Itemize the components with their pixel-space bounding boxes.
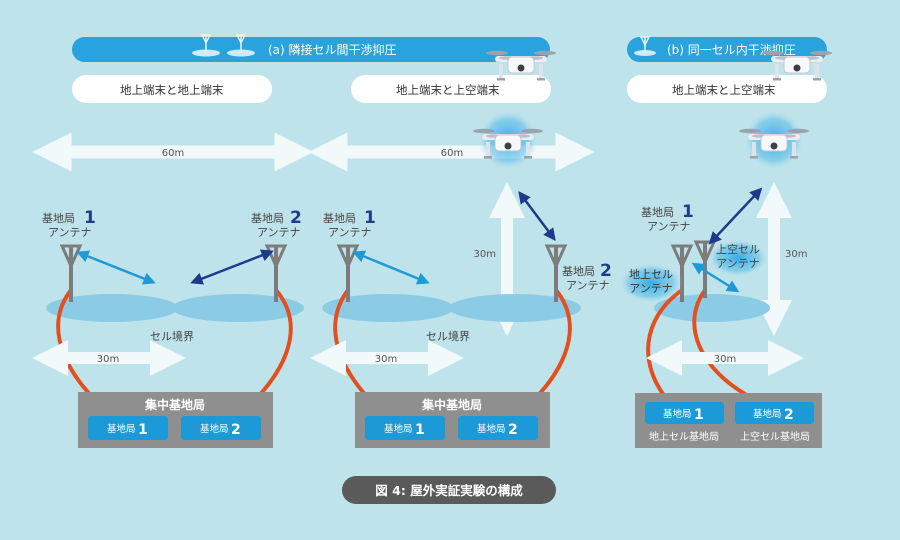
svg-text:アンテナ: アンテナ (629, 282, 673, 295)
pill-panel3: 地上端末と上空端末 (627, 75, 827, 103)
antenna-icon (337, 244, 359, 304)
link-arrow-light (76, 250, 156, 285)
svg-text:1: 1 (364, 208, 376, 228)
svg-text:地上セル: 地上セル (629, 268, 673, 281)
link-arrow-light (352, 250, 430, 285)
svg-text:基地局: 基地局 (753, 408, 782, 420)
antenna-icon (265, 244, 287, 304)
pill-panel2-text: 地上端末と上空端末 (396, 83, 500, 97)
svg-text:基地局: 基地局 (384, 423, 413, 435)
svg-text:基地局: 基地局 (200, 423, 229, 435)
cell-area (172, 294, 304, 322)
panel1: 60m 基地局 1 アンテナ 基地局 2 アンテナ セル境界 30m 集中基地局 (32, 132, 314, 448)
bs1-label: 基地局 1 アンテナ (641, 202, 694, 233)
distance-label: 60m (441, 148, 463, 159)
bs2-label: 基地局 2 アンテナ (562, 261, 612, 292)
antenna-icon (60, 244, 82, 304)
link-arrow-dark (708, 187, 763, 245)
link-arrow-dark (518, 191, 556, 241)
svg-text:1: 1 (415, 422, 425, 438)
panel2: 60m 30m 基地局 1 アンテナ 基地局 2 アンテナ セル境界 30m (308, 110, 612, 448)
svg-text:2: 2 (290, 208, 302, 228)
link-arrow-dark (190, 249, 274, 285)
mini-antenna-icon (192, 34, 255, 57)
svg-text:上空セル: 上空セル (716, 242, 760, 256)
ground-station-label: 地上セル基地局 (649, 430, 719, 443)
svg-text:基地局: 基地局 (663, 408, 692, 420)
svg-text:基地局: 基地局 (42, 212, 75, 225)
banner-a (72, 37, 550, 62)
ground-cell-label: 地上セル アンテナ (619, 263, 683, 303)
figure-caption: 図 4: 屋外実証実験の構成 (342, 476, 556, 504)
svg-text:アンテナ: アンテナ (257, 226, 301, 239)
station-button (365, 416, 445, 440)
svg-text:アンテナ: アンテナ (647, 220, 691, 233)
svg-text:集中基地局: 集中基地局 (421, 397, 482, 412)
center-station: 集中基地局 基地局 1 基地局 2 (355, 392, 550, 448)
svg-text:基地局: 基地局 (251, 212, 284, 225)
svg-text:基地局: 基地局 (562, 265, 595, 278)
link-arrow-light (691, 262, 740, 293)
bs1-label: 基地局 1 アンテナ (42, 208, 96, 239)
bs2-label: 基地局 2 アンテナ (251, 208, 302, 239)
svg-text:アンテナ: アンテナ (566, 279, 610, 292)
cell-boundary-label: セル境界 (426, 329, 470, 343)
sky-cell-label: 上空セル アンテナ (708, 239, 768, 277)
distance-label: 60m (162, 148, 184, 159)
distance-label: 30m (785, 249, 807, 260)
station-button (735, 402, 814, 424)
svg-text:基地局: 基地局 (641, 206, 674, 219)
pill-panel1: 地上端末と地上端末 (72, 75, 272, 103)
svg-text:2: 2 (508, 422, 518, 438)
cell-area (449, 294, 581, 322)
svg-text:集中基地局: 集中基地局 (144, 397, 205, 412)
svg-text:2: 2 (231, 422, 241, 438)
svg-text:1: 1 (138, 422, 148, 438)
sky-station-label: 上空セル基地局 (740, 430, 810, 443)
ground-station-box: 基地局 1 基地局 2 地上セル基地局 上空セル基地局 (635, 393, 822, 448)
cell-boundary-label: セル境界 (150, 329, 194, 343)
svg-text:基地局: 基地局 (323, 212, 356, 225)
station-button (458, 416, 538, 440)
pill-panel3-text: 地上端末と上空端末 (672, 83, 776, 97)
svg-text:アンテナ: アンテナ (328, 226, 372, 239)
distance-label: 30m (474, 249, 496, 260)
svg-text:1: 1 (694, 407, 704, 423)
bs1-label: 基地局 1 アンテナ (323, 208, 376, 239)
cell-area (46, 294, 178, 322)
station-button (181, 416, 261, 440)
cell-area (322, 294, 454, 322)
distance-label: 30m (714, 354, 736, 365)
panel3: 30m 基地局 1 アンテナ 上空セル アンテナ 地上セル アンテナ 30m (619, 110, 822, 448)
svg-text:基地局: 基地局 (107, 423, 136, 435)
svg-text:2: 2 (784, 407, 794, 423)
svg-text:図 4: 屋外実証実験の構成: 図 4: 屋外実証実験の構成 (375, 483, 523, 498)
mini-antenna-icon-b (634, 36, 656, 56)
svg-text:アンテナ: アンテナ (716, 257, 760, 270)
center-station: 集中基地局 基地局 1 基地局 2 (78, 392, 273, 448)
station-button (645, 402, 724, 424)
banner-a-text: (a) 隣接セル間干渉抑圧 (268, 42, 397, 57)
svg-text:アンテナ: アンテナ (48, 226, 92, 239)
pill-panel1-text: 地上端末と地上端末 (120, 83, 224, 97)
pill-panel2: 地上端末と上空端末 (351, 75, 551, 103)
banner-b (627, 37, 827, 62)
svg-text:基地局: 基地局 (477, 423, 506, 435)
distance-label: 30m (97, 354, 119, 365)
station-button (88, 416, 168, 440)
svg-text:1: 1 (84, 208, 96, 228)
svg-text:2: 2 (600, 261, 612, 281)
distance-label: 30m (375, 354, 397, 365)
svg-text:1: 1 (682, 202, 694, 222)
